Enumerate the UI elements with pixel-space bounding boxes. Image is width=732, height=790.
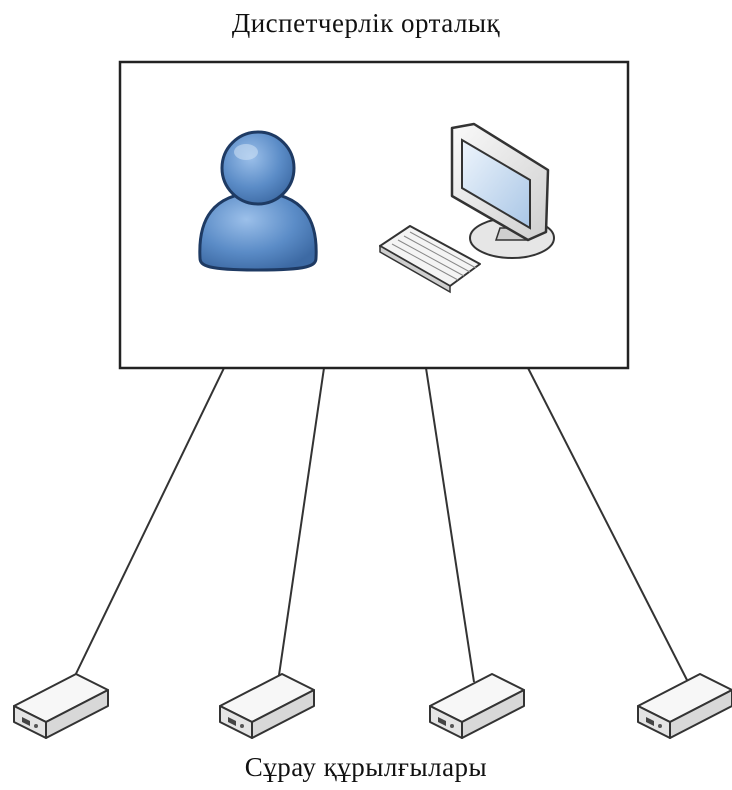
person-icon bbox=[198, 130, 318, 272]
connection-line-4 bbox=[527, 367, 689, 683]
devices-caption: Сұрау құрылғылары bbox=[244, 752, 488, 782]
request-device-3 bbox=[429, 673, 525, 739]
computer-icon bbox=[379, 122, 555, 294]
request-device-4 bbox=[637, 673, 732, 739]
connection-line-3 bbox=[425, 367, 475, 683]
dispatch-center-box bbox=[118, 60, 630, 370]
connection-lines bbox=[71, 367, 689, 683]
connection-line-2 bbox=[277, 367, 325, 683]
request-device-1 bbox=[13, 673, 109, 739]
request-device-2 bbox=[219, 673, 315, 739]
keyboard-icon bbox=[379, 225, 481, 294]
diagram-title: Диспетчерлік орталық bbox=[231, 8, 501, 38]
connection-line-1 bbox=[71, 367, 225, 683]
